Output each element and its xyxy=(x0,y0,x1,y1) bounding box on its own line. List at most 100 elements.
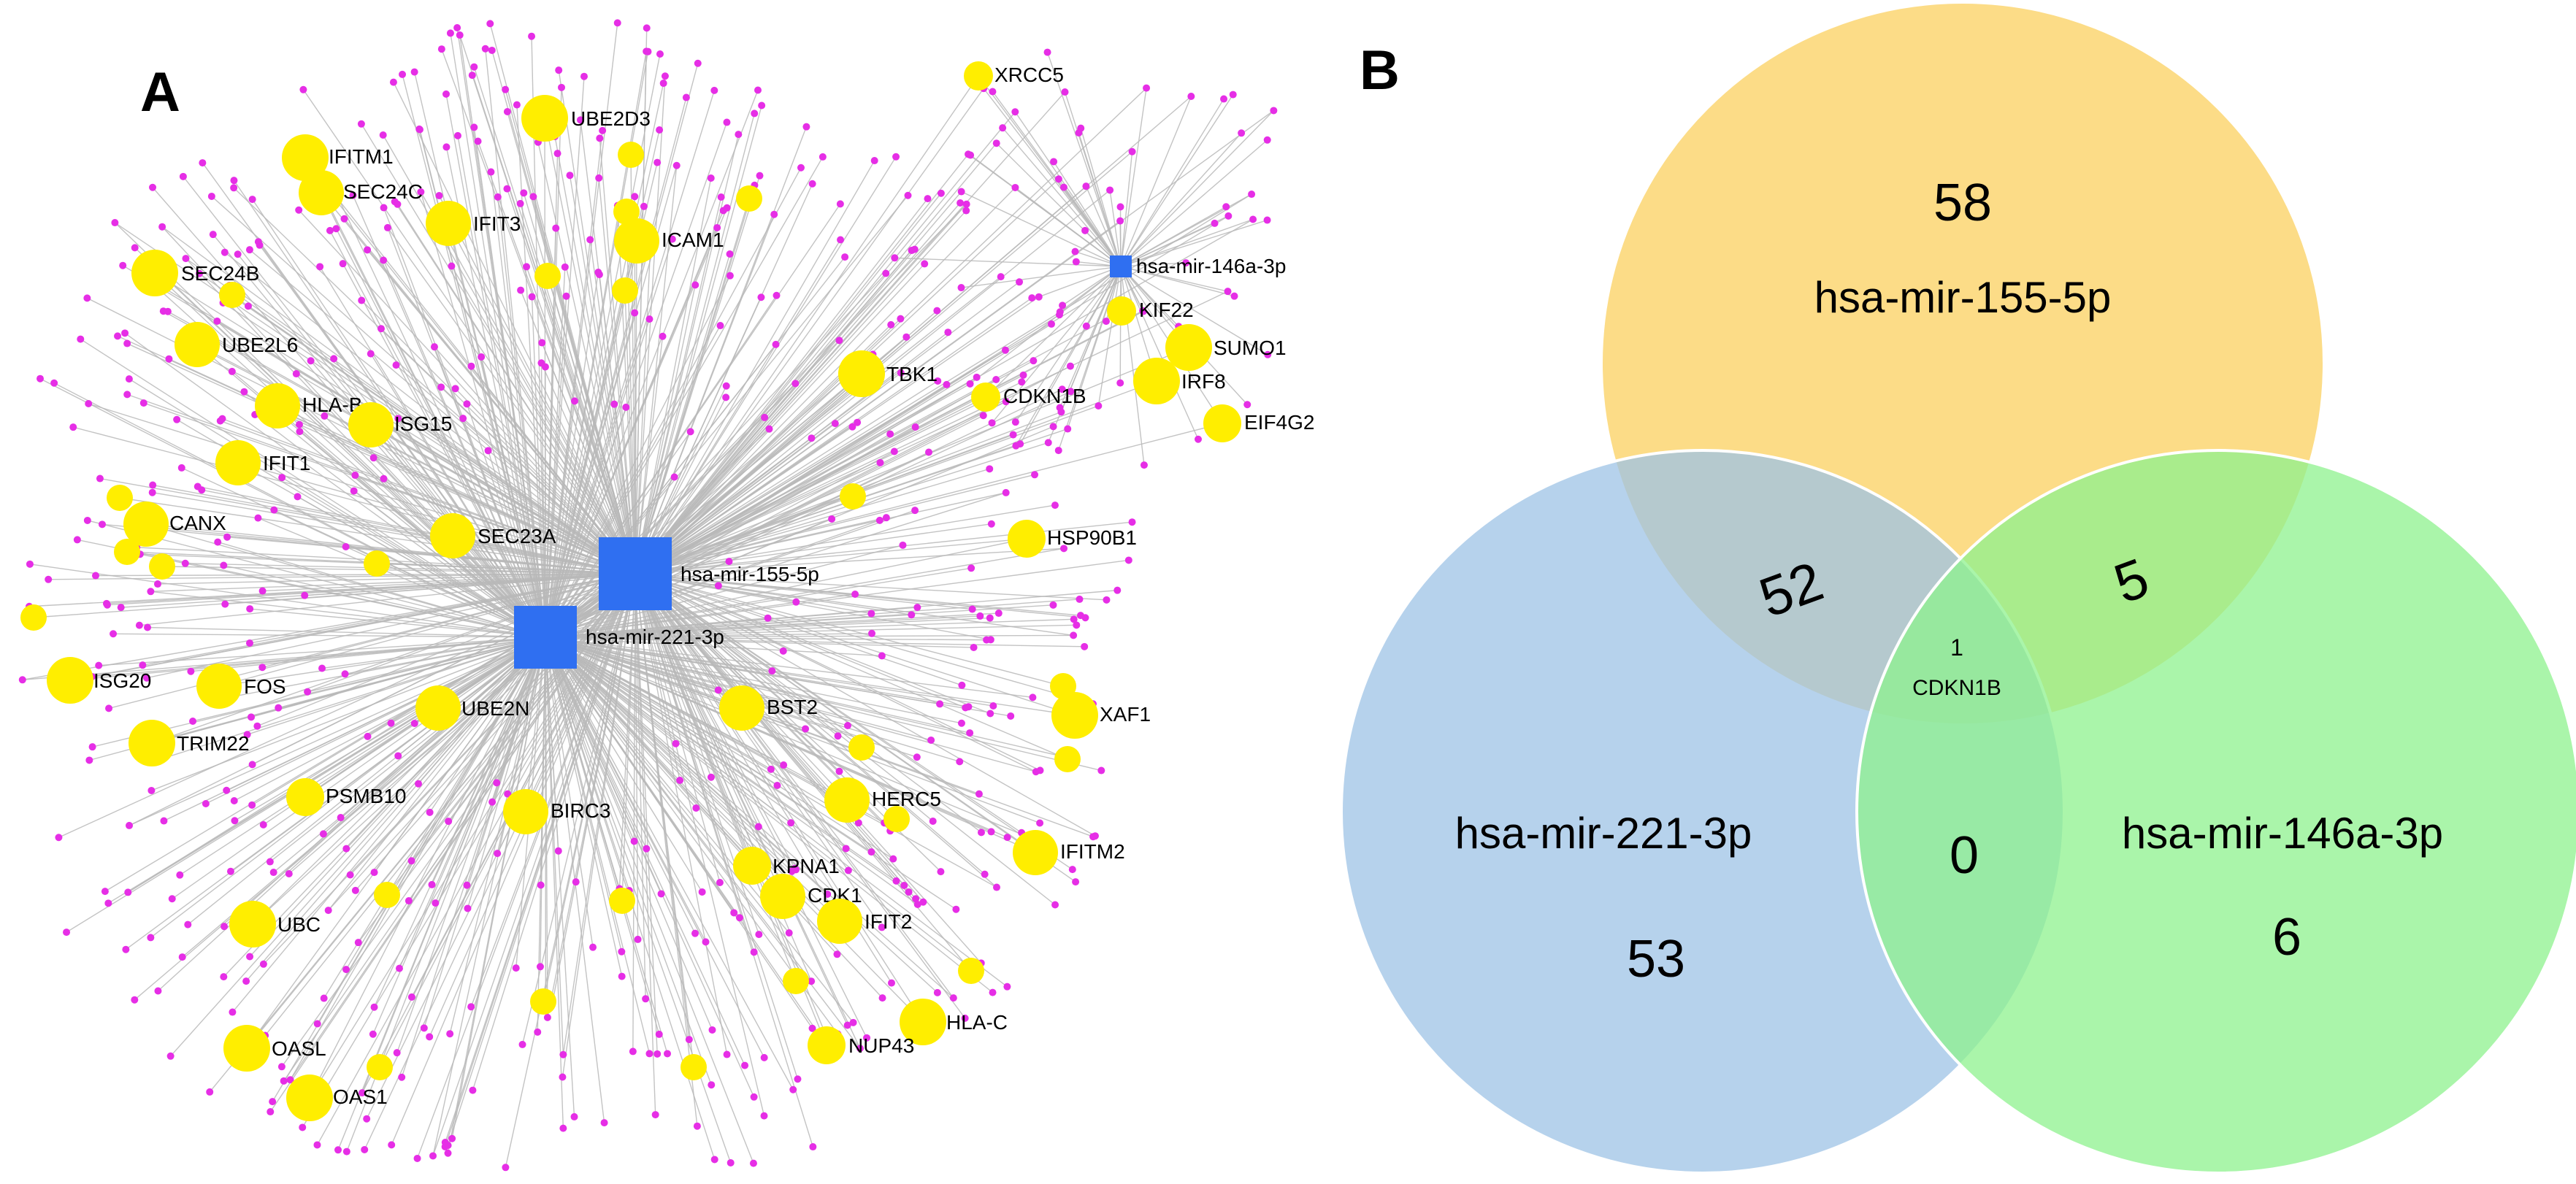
target-gene-node[interactable] xyxy=(354,939,362,947)
target-gene-node[interactable] xyxy=(717,193,725,201)
target-gene-node[interactable] xyxy=(285,870,293,878)
target-gene-node[interactable] xyxy=(377,325,385,333)
target-gene-node[interactable] xyxy=(1057,408,1065,416)
target-gene-node[interactable] xyxy=(392,361,400,369)
target-gene-node[interactable] xyxy=(714,686,722,694)
gene-node-isg15[interactable]: ISG15 xyxy=(348,402,452,447)
target-gene-node[interactable] xyxy=(710,86,718,94)
target-gene-node[interactable] xyxy=(147,934,155,942)
target-gene-node[interactable] xyxy=(824,891,832,899)
target-gene-node[interactable] xyxy=(562,292,570,300)
target-gene-node[interactable] xyxy=(913,901,921,909)
target-gene-node[interactable] xyxy=(88,743,96,751)
target-gene-node[interactable] xyxy=(125,375,133,383)
target-gene-node[interactable] xyxy=(1060,545,1068,553)
target-gene-node[interactable] xyxy=(1070,631,1078,639)
target-gene-node[interactable] xyxy=(516,199,524,207)
hub-gene-node[interactable] xyxy=(848,734,875,761)
target-gene-node[interactable] xyxy=(1072,878,1080,886)
target-gene-node[interactable] xyxy=(154,987,162,995)
target-gene-node[interactable] xyxy=(361,1145,369,1153)
target-gene-node[interactable] xyxy=(153,580,161,588)
target-gene-node[interactable] xyxy=(50,379,58,387)
target-gene-node[interactable] xyxy=(469,1086,477,1094)
target-gene-node[interactable] xyxy=(1249,215,1257,223)
target-gene-node[interactable] xyxy=(313,1141,321,1149)
target-gene-node[interactable] xyxy=(234,250,242,258)
gene-node-psmb10[interactable]: PSMB10 xyxy=(286,778,407,816)
target-gene-node[interactable] xyxy=(600,1119,608,1127)
target-gene-node[interactable] xyxy=(26,560,34,568)
target-gene-node[interactable] xyxy=(223,786,231,794)
target-gene-node[interactable] xyxy=(330,355,338,363)
target-gene-node[interactable] xyxy=(189,717,197,725)
target-gene-node[interactable] xyxy=(114,332,122,340)
target-gene-node[interactable] xyxy=(144,623,152,631)
target-gene-node[interactable] xyxy=(867,848,875,856)
target-gene-node[interactable] xyxy=(405,897,413,905)
target-gene-node[interactable] xyxy=(713,223,721,231)
target-gene-node[interactable] xyxy=(937,189,945,197)
target-gene-node[interactable] xyxy=(698,888,706,896)
target-gene-node[interactable] xyxy=(536,963,544,971)
target-gene-node[interactable] xyxy=(735,914,743,922)
target-gene-node[interactable] xyxy=(445,818,453,826)
gene-node-trim22[interactable]: TRIM22 xyxy=(129,720,250,766)
target-gene-node[interactable] xyxy=(1091,832,1099,840)
gene-node-ifitm1[interactable]: IFITM1 xyxy=(282,134,394,181)
target-gene-node[interactable] xyxy=(653,1050,662,1058)
target-gene-node[interactable] xyxy=(437,45,445,53)
target-gene-node[interactable] xyxy=(63,929,71,937)
target-gene-node[interactable] xyxy=(870,157,878,165)
target-gene-node[interactable] xyxy=(725,558,733,566)
gene-node-nup43[interactable]: NUP43 xyxy=(808,1026,914,1064)
target-gene-node[interactable] xyxy=(1081,642,1089,650)
target-gene-node[interactable] xyxy=(417,188,425,196)
target-gene-node[interactable] xyxy=(854,819,862,827)
gene-node-xaf1[interactable]: XAF1 xyxy=(1051,692,1151,739)
target-gene-node[interactable] xyxy=(929,817,937,825)
target-gene-node[interactable] xyxy=(634,935,642,943)
target-gene-node[interactable] xyxy=(987,520,995,528)
gene-node-bst2[interactable]: BST2 xyxy=(719,685,818,731)
target-gene-node[interactable] xyxy=(1054,175,1062,183)
target-gene-node[interactable] xyxy=(367,350,375,358)
venn-set-mir146[interactable] xyxy=(1855,449,2576,1175)
target-gene-node[interactable] xyxy=(708,1026,716,1034)
target-gene-node[interactable] xyxy=(965,703,973,711)
target-gene-node[interactable] xyxy=(933,307,941,315)
target-gene-node[interactable] xyxy=(1002,488,1010,496)
target-gene-node[interactable] xyxy=(819,153,827,161)
gene-node-ubc[interactable]: UBC xyxy=(229,901,321,947)
target-gene-node[interactable] xyxy=(502,85,510,93)
target-gene-node[interactable] xyxy=(911,507,919,515)
target-gene-node[interactable] xyxy=(470,63,478,71)
target-gene-node[interactable] xyxy=(426,1033,434,1041)
target-gene-node[interactable] xyxy=(965,150,973,158)
target-gene-node[interactable] xyxy=(370,1003,378,1011)
target-gene-node[interactable] xyxy=(979,412,987,420)
target-gene-node[interactable] xyxy=(992,376,1000,384)
target-gene-node[interactable] xyxy=(1070,615,1078,623)
target-gene-node[interactable] xyxy=(899,541,907,549)
target-gene-node[interactable] xyxy=(1061,88,1069,96)
target-gene-node[interactable] xyxy=(722,382,730,390)
gene-node-icam1[interactable]: ICAM1 xyxy=(614,218,724,264)
target-gene-node[interactable] xyxy=(494,193,502,201)
target-gene-node[interactable] xyxy=(1047,320,1055,328)
target-gene-node[interactable] xyxy=(961,1014,969,1022)
target-gene-node[interactable] xyxy=(1222,203,1230,211)
target-gene-node[interactable] xyxy=(244,302,252,310)
target-gene-node[interactable] xyxy=(989,88,997,96)
target-gene-node[interactable] xyxy=(95,661,103,669)
target-gene-node[interactable] xyxy=(1036,819,1044,827)
target-gene-node[interactable] xyxy=(104,899,112,907)
target-gene-node[interactable] xyxy=(854,418,862,426)
target-gene-node[interactable] xyxy=(493,779,501,787)
target-gene-node[interactable] xyxy=(656,126,664,134)
target-gene-node[interactable] xyxy=(1124,556,1132,564)
target-gene-node[interactable] xyxy=(528,293,536,301)
target-gene-node[interactable] xyxy=(1224,212,1233,220)
target-gene-node[interactable] xyxy=(18,676,26,684)
target-gene-node[interactable] xyxy=(785,929,793,937)
